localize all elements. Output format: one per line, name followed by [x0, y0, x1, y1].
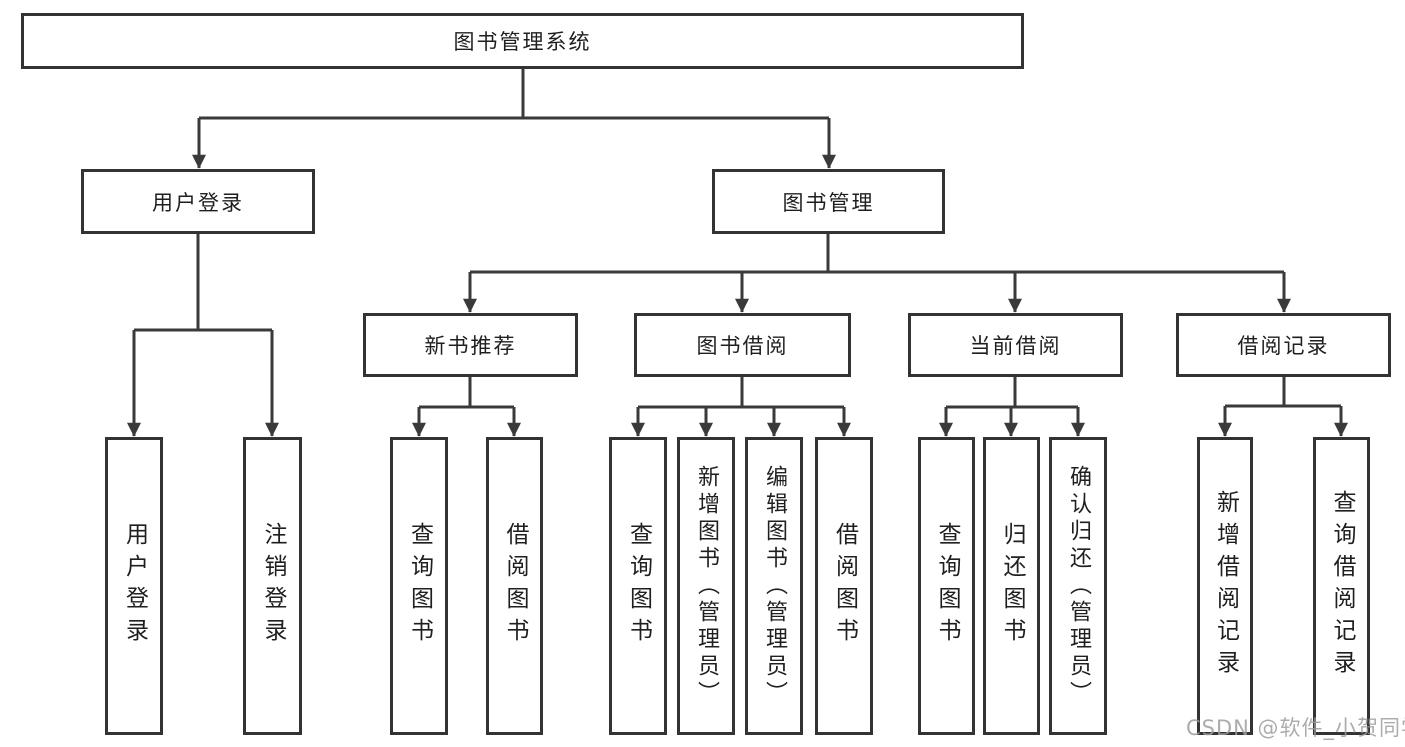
leaf-add-borrow-record: 新增借阅记录 [1197, 437, 1253, 735]
leaf-add-books-admin: 新增图书（管理员） [677, 437, 735, 735]
node-new-book-recommend: 新书推荐 [363, 313, 578, 377]
node-user-login: 用户登录 [81, 169, 315, 234]
leaf-query-books-borrow: 查询图书 [609, 437, 667, 735]
leaf-query-borrow-record: 查询借阅记录 [1313, 437, 1370, 735]
node-current-borrowing: 当前借阅 [908, 313, 1123, 377]
leaf-borrow-books-recommend: 借阅图书 [486, 437, 543, 735]
node-book-management: 图书管理 [712, 169, 945, 234]
leaf-borrow-books: 借阅图书 [815, 437, 873, 735]
node-book-borrowing: 图书借阅 [634, 313, 851, 377]
leaf-confirm-return-admin: 确认归还（管理员） [1049, 437, 1107, 735]
leaf-query-books-recommend: 查询图书 [390, 437, 448, 735]
node-borrowing-records: 借阅记录 [1176, 313, 1391, 377]
node-library-system: 图书管理系统 [21, 13, 1024, 69]
leaf-user-login: 用户登录 [105, 437, 163, 735]
leaf-query-books-current: 查询图书 [918, 437, 975, 735]
leaf-edit-books-admin: 编辑图书（管理员） [745, 437, 803, 735]
leaf-logout: 注销登录 [243, 437, 302, 735]
leaf-return-books: 归还图书 [983, 437, 1040, 735]
